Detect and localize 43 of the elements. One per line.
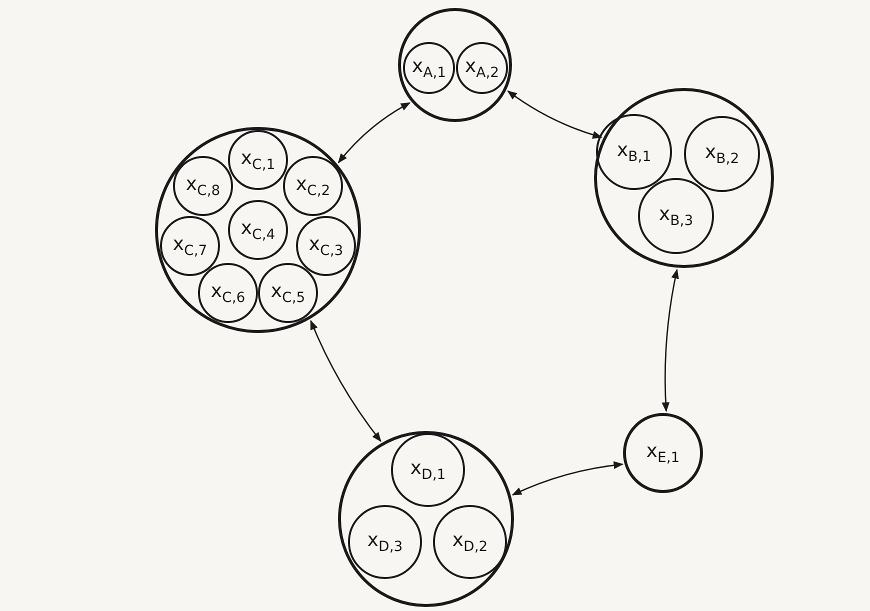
variable-circle [684,116,760,192]
variable-circle [623,413,703,493]
double-arrow [338,102,411,164]
variable-circle [173,156,233,216]
variable-label: x$_{A,1}$ [412,56,446,80]
variable-circle [433,505,507,579]
group-circle [398,8,512,122]
variable-circle [348,505,422,579]
variable-circle [228,130,288,190]
variable-circle [198,263,258,323]
variable-circle [258,263,318,323]
variable-circle [296,216,356,276]
double-arrow [310,320,382,442]
variable-label: x$_{C,6}$ [210,282,246,304]
group-circle [338,431,514,607]
variable-circle [160,216,220,276]
double-arrow [507,90,602,139]
double-arrow [662,268,680,412]
variable-circle [403,42,455,94]
variable-circle [283,156,343,216]
variable-label: x$_{E,1}$ [646,442,680,464]
variable-label: x$_{B,3}$ [658,204,694,228]
variable-label: x$_{D,1}$ [410,458,446,482]
group-circle [594,88,774,268]
variable-label: x$_{C,1}$ [240,148,276,172]
variable-circle [596,114,672,190]
variable-label: x$_{B,2}$ [704,142,740,166]
variable-label: x$_{C,5}$ [270,282,306,304]
variable-label: x$_{B,1}$ [616,140,652,164]
variable-label: x$_{C,7}$ [172,234,208,258]
variable-label: x$_{C,4}$ [240,218,276,242]
variable-label: x$_{C,8}$ [186,174,220,198]
group-circle [155,127,361,333]
variable-label: x$_{A,2}$ [464,56,500,80]
variable-circle [456,42,508,94]
double-arrow [512,461,624,496]
variable-label: x$_{D,2}$ [452,530,488,554]
variable-circle [638,178,714,254]
variable-circle [228,200,288,260]
variable-label: x$_{C,3}$ [308,234,344,258]
variable-label: x$_{D,3}$ [367,530,403,554]
variable-label: x$_{C,2}$ [296,174,330,198]
variable-circle [391,433,465,507]
